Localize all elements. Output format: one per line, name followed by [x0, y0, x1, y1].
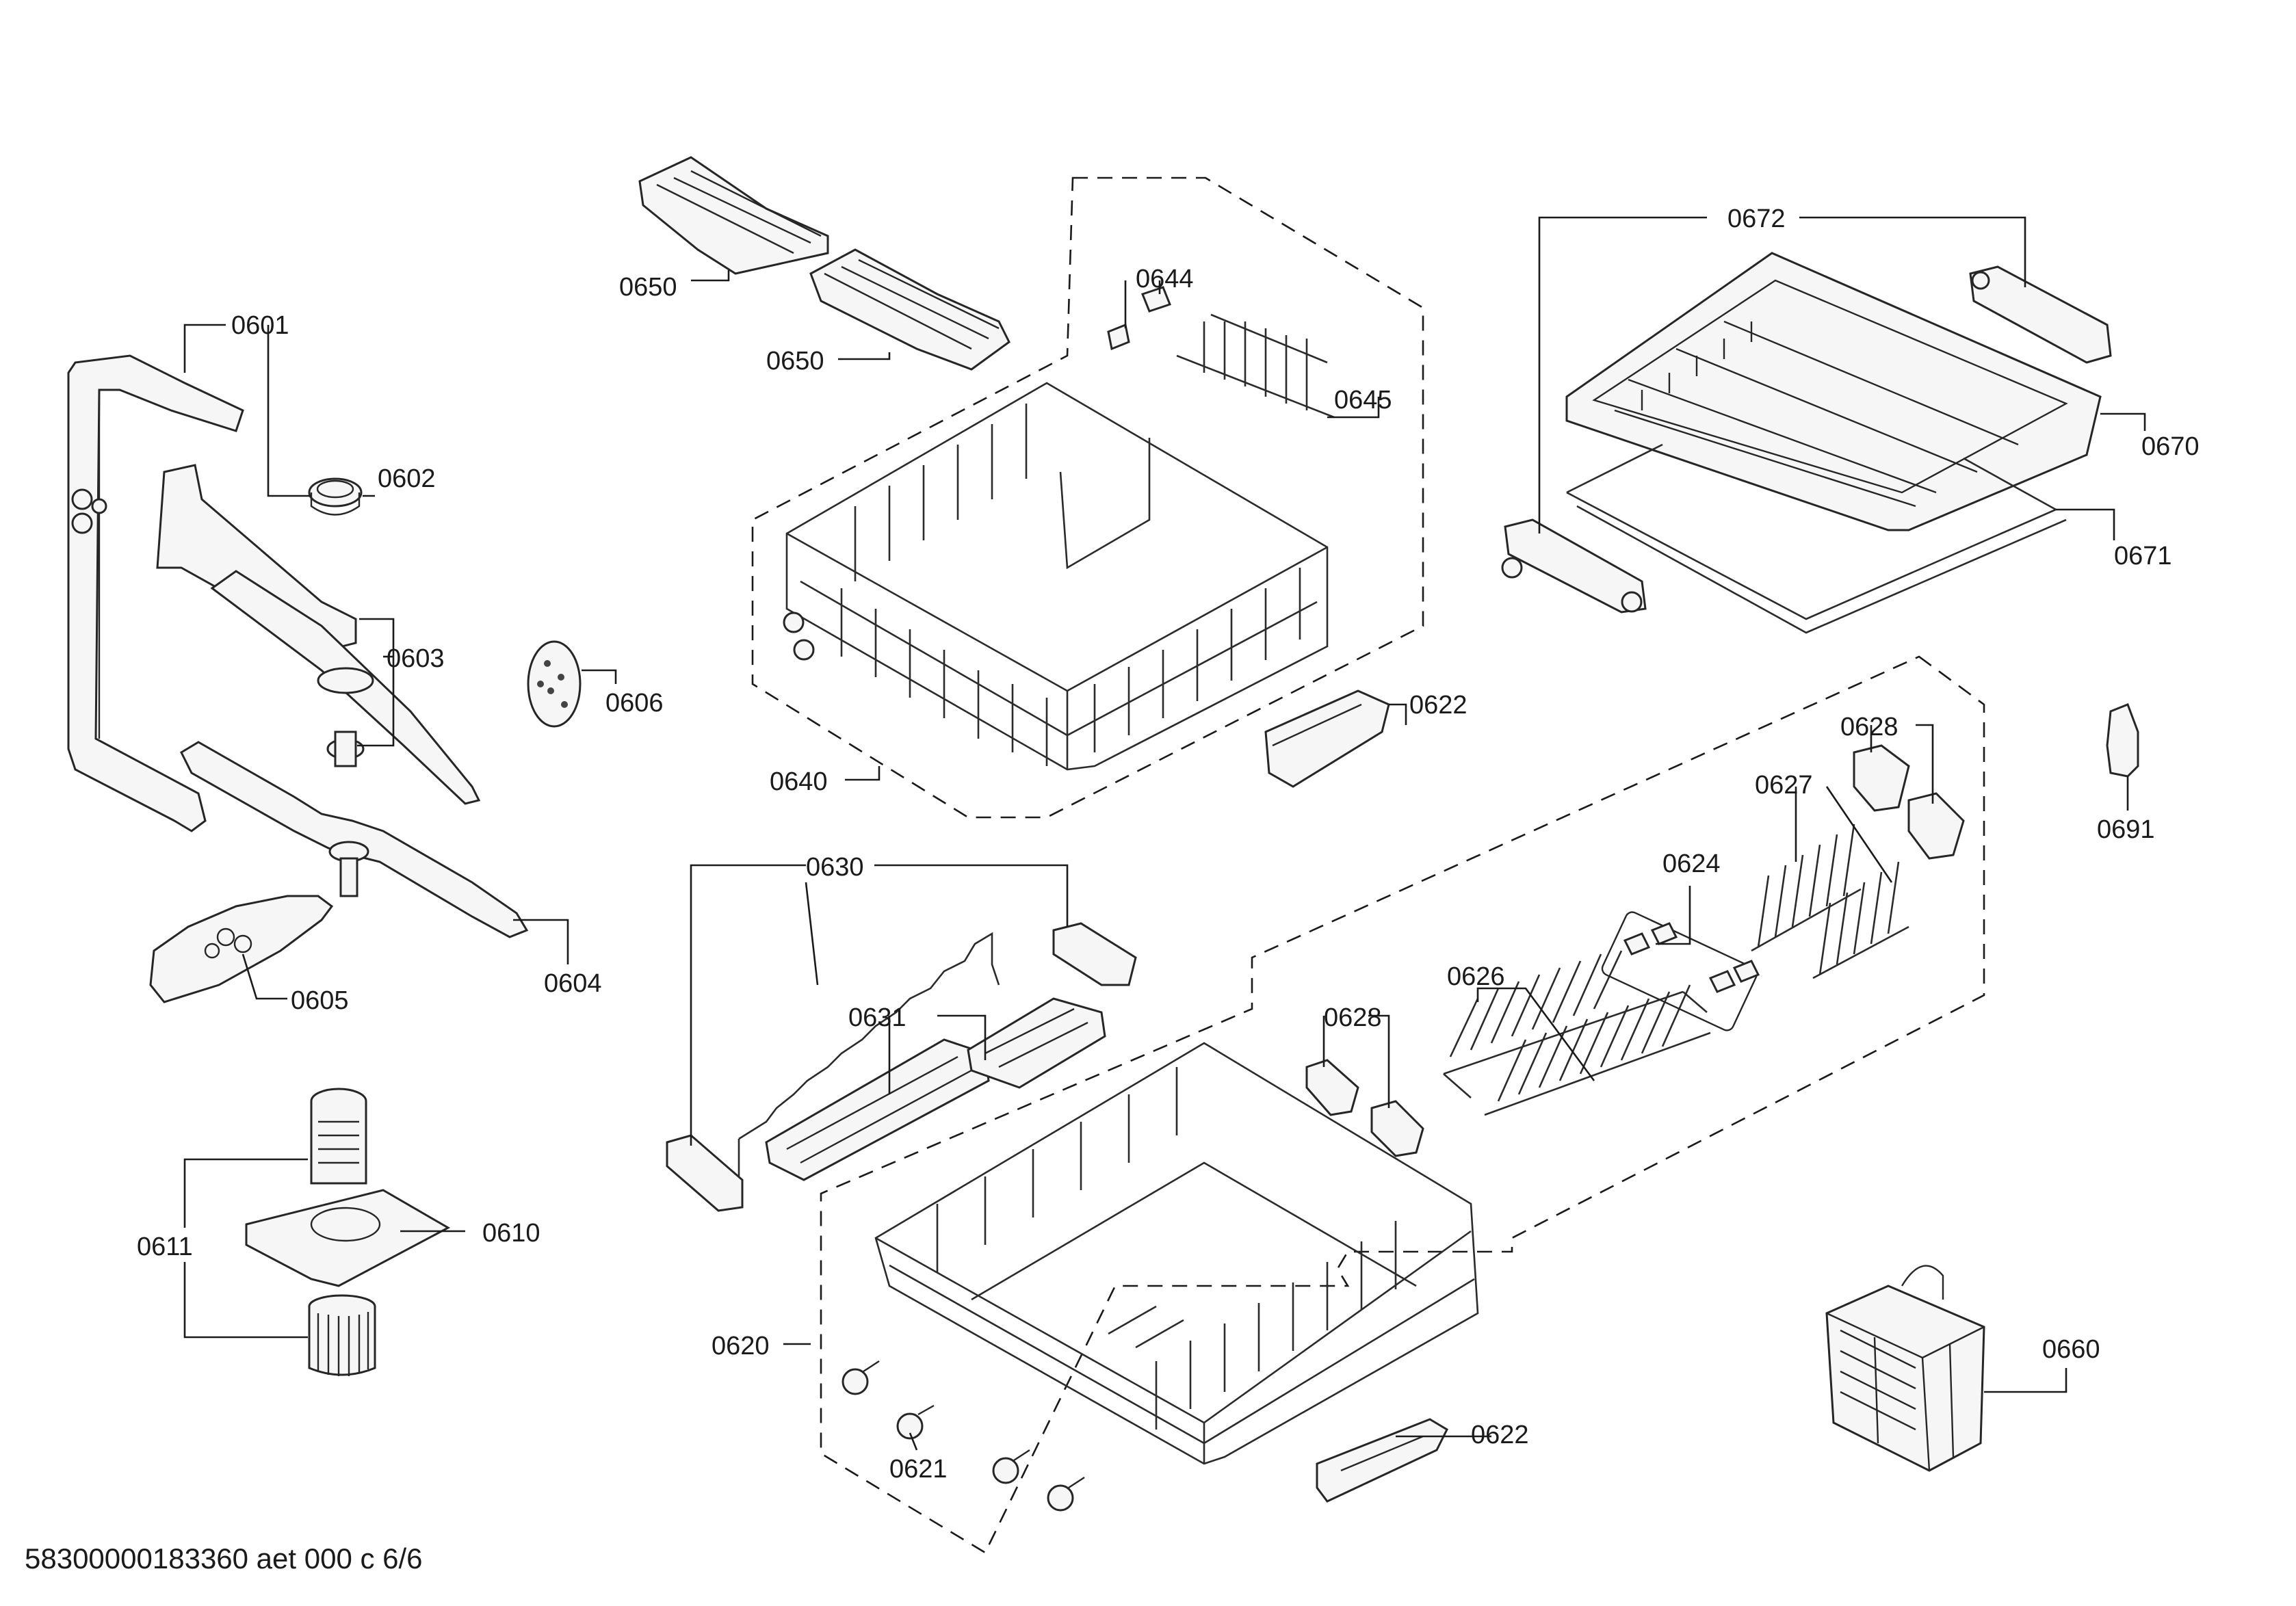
callout-0604: 0604 — [544, 969, 602, 998]
callout-0611: 0611 — [137, 1233, 193, 1261]
callout-labels: 0601 0602 0603 0604 0605 0606 0610 0611 … — [137, 205, 2200, 1484]
callout-0631: 0631 — [848, 1003, 906, 1032]
callout-0621: 0621 — [889, 1455, 948, 1484]
holder-0628-mid-left — [1305, 1059, 1359, 1116]
callout-0610: 0610 — [482, 1219, 540, 1248]
holder-0628-top-left — [1853, 744, 1910, 812]
callout-0644: 0644 — [1136, 265, 1194, 293]
callout-0630: 0630 — [806, 853, 864, 882]
tine-rack-0627 — [1751, 824, 1909, 979]
callout-0645: 0645 — [1334, 386, 1392, 414]
clip-0630-right — [1052, 922, 1137, 986]
lower-spray-arm-0604 — [180, 741, 529, 938]
wire-rail-0630 — [738, 932, 1000, 1176]
lower-basket-group-outline — [820, 655, 1985, 1554]
cup-rack-0650-bottom — [809, 248, 1010, 371]
tine-row-0645 — [1176, 313, 1335, 419]
callout-0622-lower: 0622 — [1471, 1421, 1529, 1449]
cup-rack-0650-top — [638, 156, 829, 275]
holder-0628-mid-right — [1370, 1100, 1424, 1157]
clip-0630-left — [666, 1134, 744, 1212]
callout-0601: 0601 — [231, 311, 289, 340]
holder-0628-top-right — [1907, 792, 1965, 860]
cup-rack-0631-left — [765, 1038, 990, 1181]
callout-0624: 0624 — [1662, 850, 1721, 878]
document-reference-footer: 58300000183360 aet 000 c 6/6 — [25, 1542, 423, 1575]
callout-0605: 0605 — [291, 986, 349, 1015]
callout-0650-bottom: 0650 — [766, 347, 824, 376]
fine-filter-plate-0605 — [149, 895, 334, 1003]
upper-basket-group-outline — [751, 176, 1424, 819]
callout-0628-mid: 0628 — [1324, 1003, 1382, 1032]
callout-0672: 0672 — [1727, 205, 1786, 233]
upper-spray-arm-0603 — [156, 464, 481, 805]
wheels-0621 — [842, 1360, 1085, 1512]
callout-0660: 0660 — [2042, 1335, 2100, 1364]
callout-0670: 0670 — [2141, 432, 2200, 461]
end-piece-0672-left — [1501, 518, 1647, 614]
callout-0602: 0602 — [378, 464, 436, 493]
handle-0622-lower — [1316, 1418, 1448, 1503]
supply-pipe-0601 — [67, 354, 244, 832]
callout-0622-upper: 0622 — [1409, 691, 1467, 720]
tray-frame-0671 — [1566, 443, 2067, 634]
handle-0622-upper — [1264, 689, 1390, 788]
valve-cap-0606 — [527, 640, 582, 728]
callout-0626: 0626 — [1447, 962, 1505, 991]
callout-0650-top: 0650 — [619, 273, 677, 302]
callout-0671: 0671 — [2114, 542, 2172, 570]
filter-assembly-0610 — [245, 1088, 451, 1287]
cutlery-basket-0660 — [1825, 1265, 1985, 1472]
clips-0624 — [1601, 911, 1760, 1031]
callout-0627: 0627 — [1755, 771, 1813, 800]
clip-0644 — [1107, 286, 1171, 351]
callout-0691: 0691 — [2097, 815, 2155, 844]
cup-rack-0631-right — [967, 997, 1106, 1089]
callout-0640: 0640 — [770, 767, 828, 796]
bearing-ring-0602 — [308, 477, 363, 516]
upper-basket-0640 — [783, 382, 1329, 771]
callout-0620: 0620 — [712, 1332, 770, 1360]
callout-0603: 0603 — [387, 644, 445, 673]
callout-0606: 0606 — [605, 689, 664, 718]
microfilter-cylinder-0611 — [308, 1294, 376, 1376]
callout-0628-top: 0628 — [1840, 713, 1899, 741]
end-piece-0672-right — [1969, 265, 2112, 364]
tine-row-0626 — [1443, 950, 1711, 1116]
clip-0691 — [2106, 703, 2139, 778]
lower-basket-0620 — [874, 1042, 1479, 1465]
leader-lines — [183, 216, 2146, 1451]
